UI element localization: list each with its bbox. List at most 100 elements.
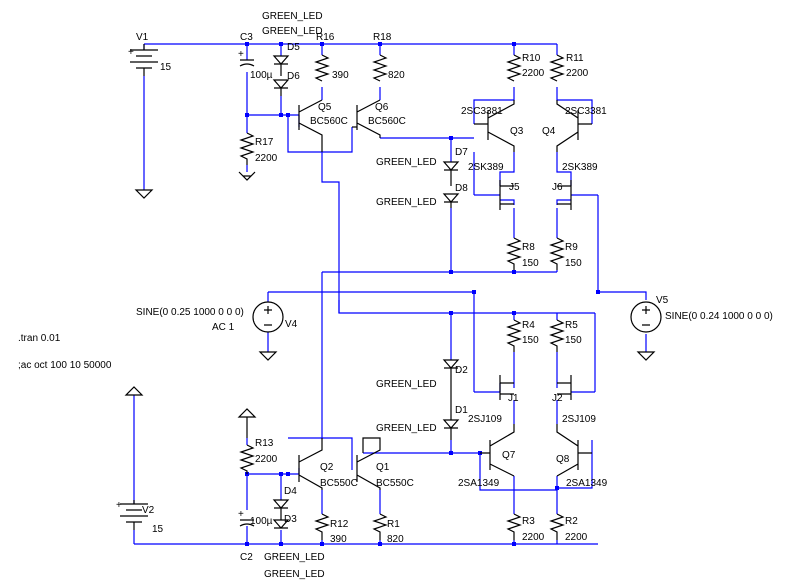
transistor-icon (298, 99, 592, 490)
r11-label: R11 (566, 53, 584, 64)
svg-text:+: + (116, 500, 122, 511)
d2-value: GREEN_LED (376, 379, 437, 390)
q8-label: Q8 (556, 454, 570, 465)
r2-value: 2200 (565, 532, 588, 543)
v5-label: V5 (656, 295, 669, 306)
q3-label: Q3 (510, 126, 524, 137)
d4-label: D4 (284, 486, 297, 497)
j5-label: J5 (509, 182, 520, 193)
j1-label: J1 (508, 393, 519, 404)
c2-value: 100µ (250, 516, 273, 527)
q6-value: BC560C (368, 116, 406, 127)
r5-label: R5 (565, 320, 578, 331)
battery-v2-icon: + (116, 500, 148, 530)
r12-value: 390 (330, 534, 347, 545)
j6-value: 2SK389 (562, 162, 598, 173)
q1-value: BC550C (376, 478, 414, 489)
q2-label: Q2 (320, 462, 334, 473)
q3-value: 2SC3381 (461, 106, 503, 117)
r8-label: R8 (522, 242, 535, 253)
q7-value: 2SA1349 (458, 478, 500, 489)
d7-value: GREEN_LED (376, 157, 437, 168)
capacitor-c2-icon: + (238, 509, 255, 527)
tran-directive: .tran 0.01 (18, 333, 61, 344)
r13-label: R13 (255, 438, 274, 449)
j5-value: 2SK389 (468, 162, 504, 173)
r5-value: 150 (565, 335, 582, 346)
capacitor-c3-icon: + (238, 49, 255, 67)
r8-value: 150 (522, 258, 539, 269)
supply-arrow-icon (124, 386, 257, 438)
d8-label: D8 (455, 183, 468, 194)
r12-label: R12 (330, 519, 349, 530)
r3-value: 2200 (522, 532, 545, 543)
d4-value: GREEN_LED (264, 552, 325, 563)
r1-label: R1 (387, 519, 400, 530)
battery-v1-icon: + (128, 44, 158, 76)
q1-label: Q1 (376, 462, 390, 473)
resistor-icon (239, 54, 565, 540)
r3-label: R3 (522, 516, 535, 527)
q8-value: 2SA1349 (566, 478, 608, 489)
d8-value: GREEN_LED (376, 197, 437, 208)
q6-label: Q6 (375, 102, 389, 113)
d1-label: D1 (455, 405, 468, 416)
r2-label: R2 (565, 516, 578, 527)
ac-source-v4-icon (252, 301, 284, 333)
d7-label: D7 (455, 147, 468, 158)
r9-label: R9 (565, 242, 578, 253)
svg-text:+: + (238, 509, 244, 520)
d2-label: D2 (455, 365, 468, 376)
junctions (245, 42, 600, 546)
jfet-icon (499, 180, 572, 400)
d6-value: GREEN_LED (262, 26, 323, 37)
q7-label: Q7 (502, 450, 516, 461)
d3-label: D3 (284, 514, 297, 525)
v4-label: V4 (285, 319, 298, 330)
q5-label: Q5 (318, 102, 332, 113)
r4-value: 150 (522, 335, 539, 346)
r16-label: R16 (316, 32, 335, 43)
led-icon (272, 55, 460, 529)
svg-text:+: + (128, 47, 134, 58)
r10-value: 2200 (522, 68, 545, 79)
r18-value: 820 (388, 70, 405, 81)
j1-value: 2SJ109 (468, 414, 502, 425)
j2-label: J2 (552, 393, 563, 404)
ac-source-v5-icon (630, 301, 662, 333)
r9-value: 150 (565, 258, 582, 269)
c3-label: C3 (240, 32, 253, 43)
r17-value: 2200 (255, 153, 278, 164)
r16-value: 390 (332, 70, 349, 81)
r18-label: R18 (373, 32, 392, 43)
r1-value: 820 (387, 534, 404, 545)
c2-label: C2 (240, 552, 253, 563)
r10-label: R10 (522, 53, 541, 64)
d5-value: GREEN_LED (262, 11, 323, 22)
v4-value: SINE(0 0.25 1000 0 0 0) (136, 307, 244, 318)
v2-value: 15 (152, 524, 164, 535)
c3-value: 100µ (250, 70, 273, 81)
v1-label: V1 (136, 32, 149, 43)
q4-value: 2SC3381 (565, 106, 607, 117)
d5-label: D5 (287, 42, 300, 53)
d3-value: GREEN_LED (264, 569, 325, 580)
q5-value: BC560C (310, 116, 348, 127)
v2-label: V2 (142, 505, 155, 516)
r17-label: R17 (255, 137, 274, 148)
ground-icon (134, 171, 656, 361)
v1-value: 15 (160, 62, 172, 73)
r4-label: R4 (522, 320, 535, 331)
ac-directive: ;ac oct 100 10 50000 (18, 360, 112, 371)
v4-ac: AC 1 (212, 322, 235, 333)
d6-label: D6 (287, 71, 300, 82)
r13-value: 2200 (255, 454, 278, 465)
j2-value: 2SJ109 (562, 414, 596, 425)
r11-value: 2200 (566, 68, 589, 79)
v5-value: SINE(0 0.24 1000 0 0 0) (665, 311, 773, 322)
j6-label: J6 (552, 182, 563, 193)
wires (133, 43, 647, 545)
svg-text:+: + (238, 49, 244, 60)
d1-value: GREEN_LED (376, 423, 437, 434)
